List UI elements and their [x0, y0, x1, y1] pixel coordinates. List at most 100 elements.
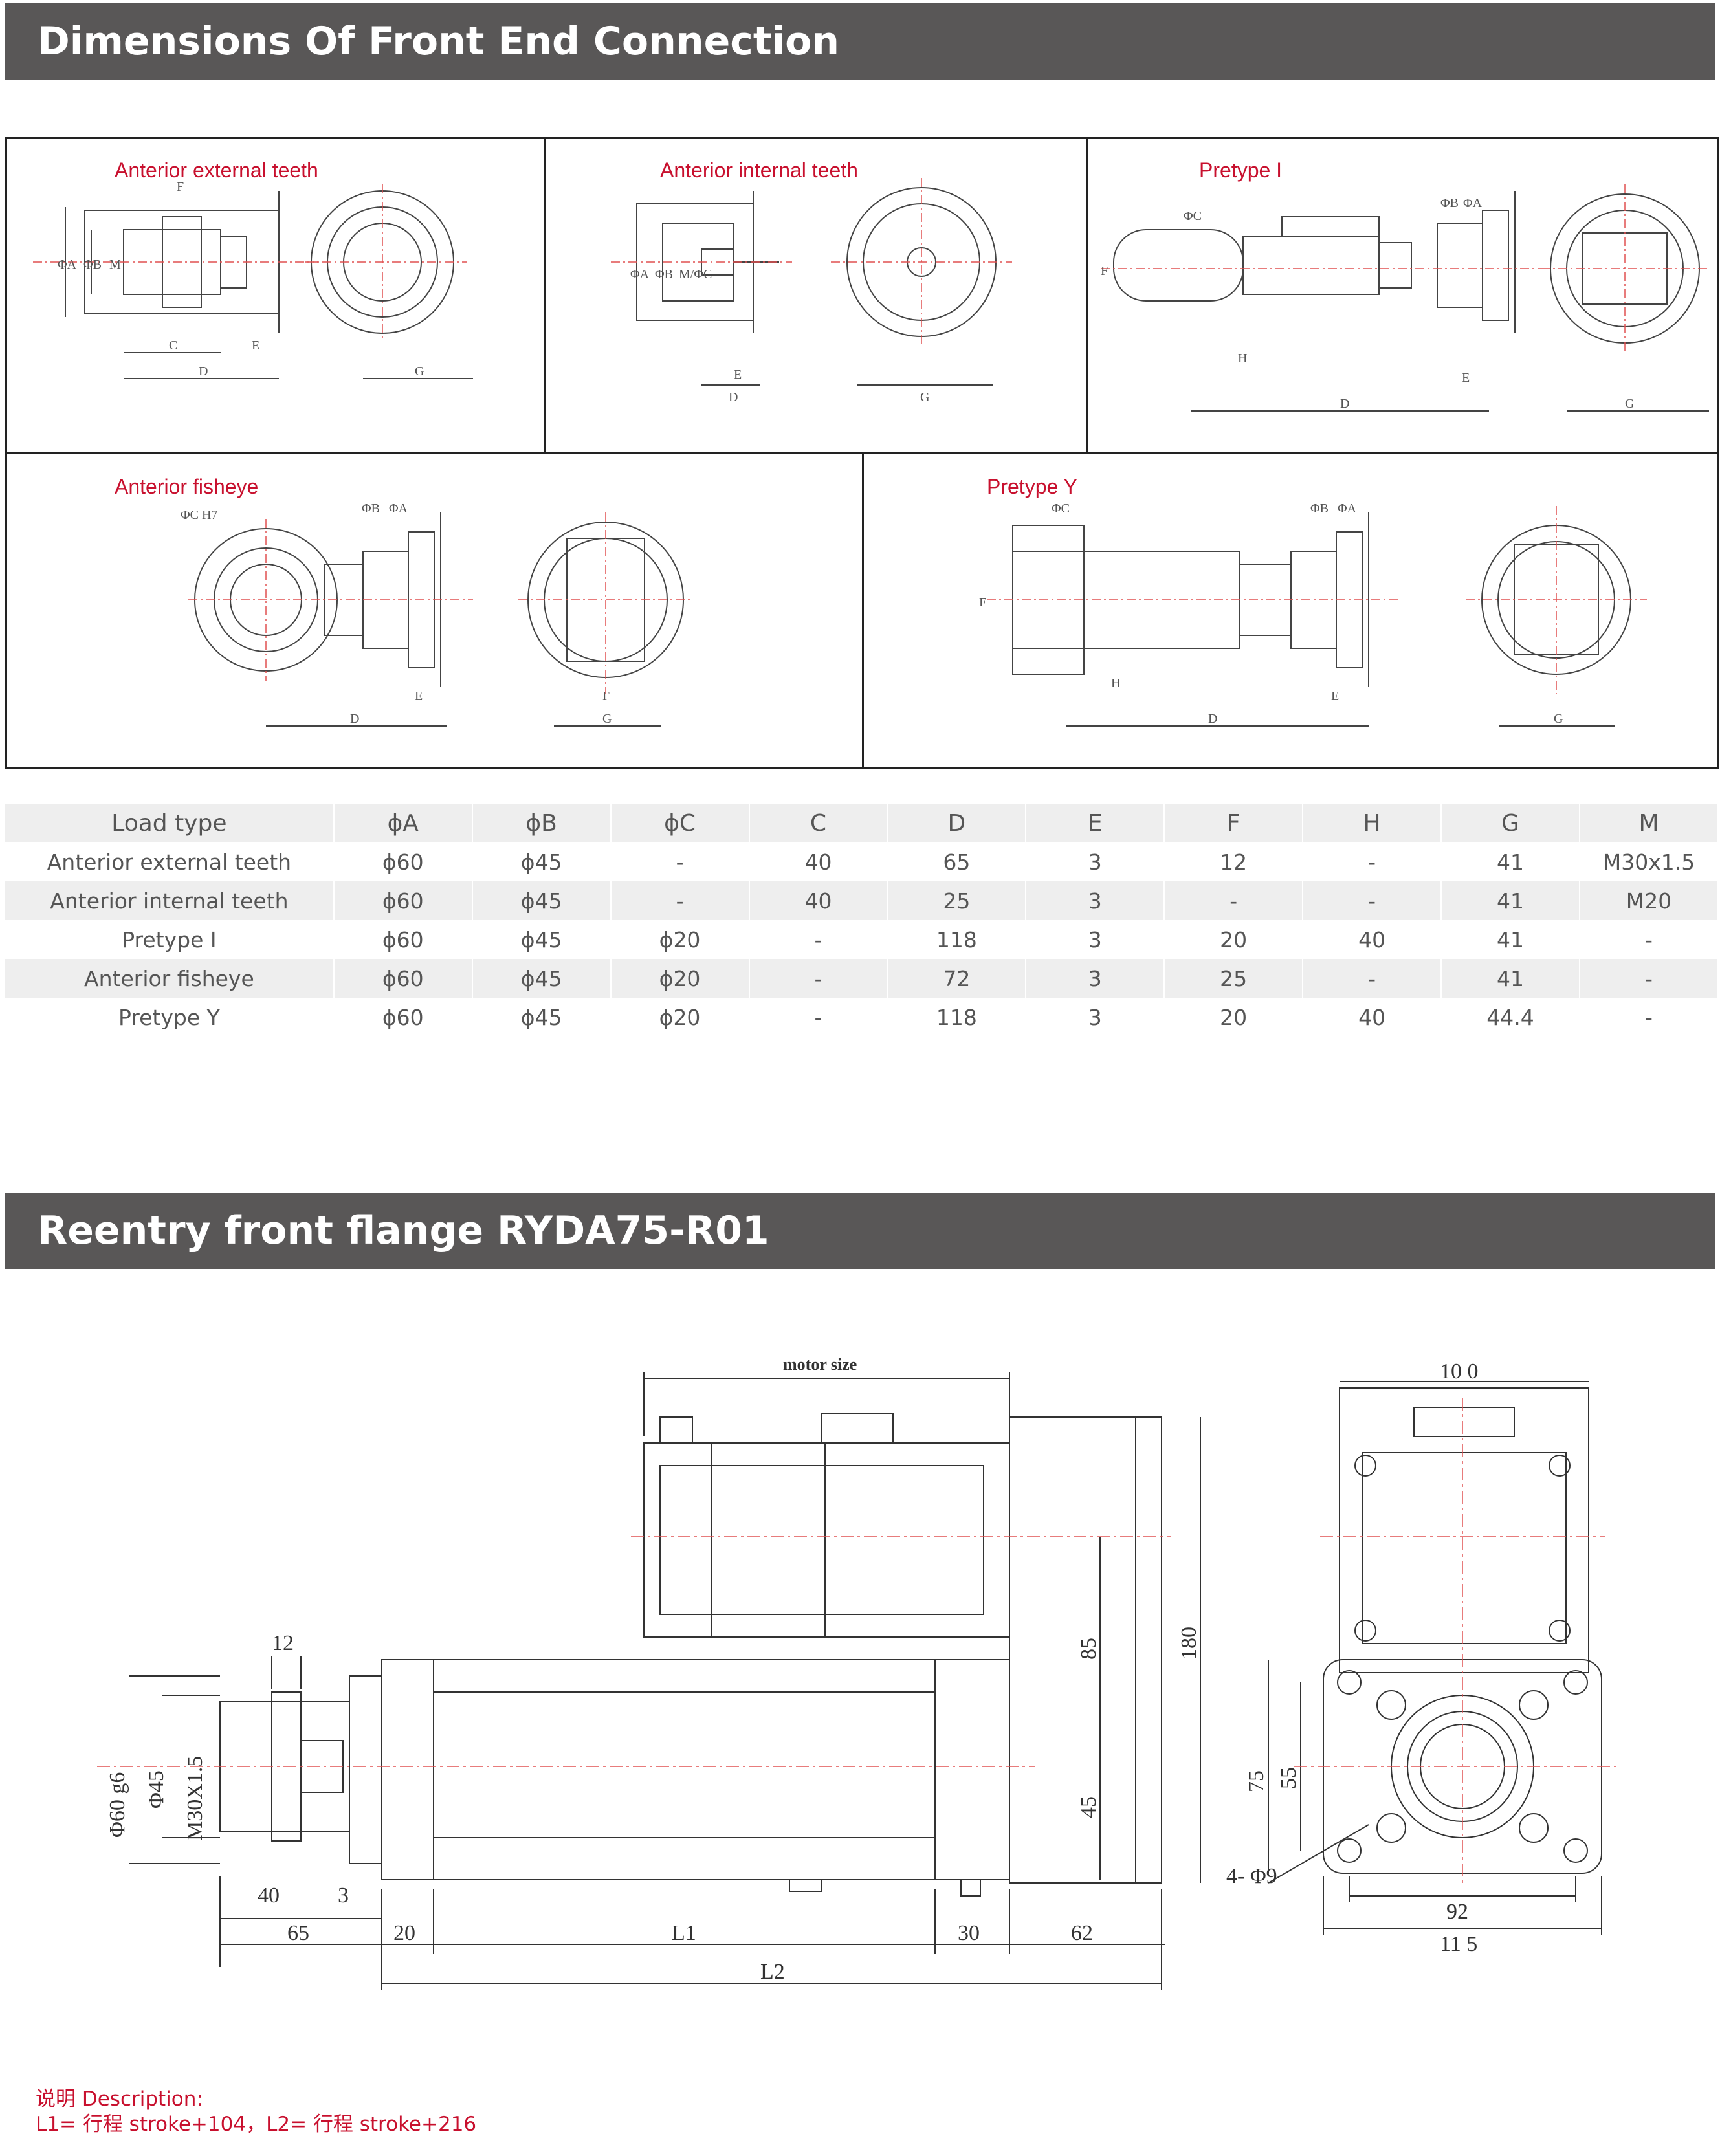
column-header: ϕC [610, 804, 750, 842]
dim-label: ΦC [1184, 209, 1202, 223]
dim-phi60: Φ60 g6 [105, 1772, 129, 1838]
table-cell: ϕ20 [610, 920, 750, 959]
table-cell: - [1303, 842, 1442, 881]
table-cell: ϕ45 [472, 881, 612, 920]
dim-label: ΦB [1310, 501, 1329, 516]
dim-label: ΦA [58, 258, 77, 272]
table-cell: ϕ20 [610, 998, 750, 1037]
table-cell: - [1579, 998, 1719, 1037]
table-cell: M30x1.5 [1579, 842, 1719, 881]
dim-phi45: Φ45 [144, 1770, 168, 1809]
table-cell: Anterior internal teeth [5, 881, 335, 920]
table-cell: - [1164, 881, 1304, 920]
dim-label: ΦA [389, 501, 408, 516]
dim-m30: M30X1.5 [183, 1756, 207, 1841]
table-cell: 3 [1026, 959, 1165, 998]
table-cell: M20 [1579, 881, 1719, 920]
table-cell: ϕ45 [472, 959, 612, 998]
table-cell: 40 [1303, 920, 1442, 959]
motor-size-label: motor size [783, 1355, 857, 1374]
dim-92: 92 [1446, 1900, 1468, 1924]
table-cell: Pretype Y [5, 998, 335, 1037]
dim-label: H [1238, 351, 1247, 366]
dim-3: 3 [338, 1884, 349, 1908]
table-cell: 41 [1441, 842, 1580, 881]
table-cell: 20 [1164, 998, 1304, 1037]
dim-label: M [109, 258, 121, 272]
table-cell: ϕ45 [472, 998, 612, 1037]
table-cell: - [1579, 920, 1719, 959]
dim-label: E [1462, 371, 1470, 385]
table-cell: 3 [1026, 842, 1165, 881]
pretype-y-drawing: ΦC ΦB ΦA F H E D G [979, 501, 1647, 727]
dim-label: ΦA [1463, 196, 1483, 210]
table-cell: 25 [1164, 959, 1304, 998]
dim-L1: L1 [672, 1921, 696, 1945]
column-header: C [749, 804, 888, 842]
table-cell: 12 [1164, 842, 1304, 881]
section-banner-flange: Reentry front flange RYDA75-R01 [5, 1193, 1715, 1269]
table-cell: ϕ60 [333, 881, 473, 920]
dim-45: 45 [1077, 1796, 1101, 1818]
dim-label: ΦA [630, 267, 650, 281]
table-cell: ϕ60 [333, 920, 473, 959]
column-header: D [887, 804, 1027, 842]
dim-55: 55 [1277, 1767, 1301, 1789]
dim-label: F [979, 595, 986, 610]
dim-label: E [252, 338, 259, 353]
table-cell: 3 [1026, 881, 1165, 920]
internal-teeth-drawing: ΦA ΦB M/ΦC E D G [611, 178, 1012, 404]
flange-drawing: motor size 12 40 3 65 20 L1 30 62 L2 85 … [97, 1355, 1618, 1990]
dim-label: G [1554, 712, 1563, 726]
table-cell: 65 [887, 842, 1027, 881]
dim-label: ΦB [1440, 196, 1459, 210]
column-header: E [1026, 804, 1165, 842]
table-row: Anterior internal teeth ϕ60 ϕ45 - 40 25 … [5, 881, 1719, 920]
panel-title: Anterior fisheye [115, 475, 259, 498]
external-teeth-drawing: F ΦA ΦB M C E D G [33, 180, 473, 379]
panel-title: Pretype Y [987, 475, 1077, 498]
column-header: H [1303, 804, 1442, 842]
dim-20: 20 [393, 1921, 415, 1945]
dim-label: ΦB [655, 267, 673, 281]
dim-62: 62 [1071, 1921, 1093, 1945]
fisheye-drawing: ΦC H7 ΦB ΦA E D F G [181, 501, 693, 727]
dim-65: 65 [287, 1921, 309, 1945]
dim-label: D [729, 390, 738, 404]
table-cell: 44.4 [1441, 998, 1580, 1037]
column-header: M [1579, 804, 1719, 842]
dim-label: ΦB [362, 501, 380, 516]
panel-title: Pretype I [1199, 159, 1283, 182]
panel-pretype-i: Pretype I ΦC ΦB ΦA F H E D G [1086, 137, 1719, 454]
table-cell: 20 [1164, 920, 1304, 959]
table-cell: 40 [749, 842, 888, 881]
table-cell: 41 [1441, 920, 1580, 959]
table-cell: 72 [887, 959, 1027, 998]
table-row: Pretype Y ϕ60 ϕ45 ϕ20 - 118 3 20 40 44.4… [5, 998, 1719, 1037]
description-title: 说明 Description: [36, 2087, 203, 2111]
table-cell: - [749, 998, 888, 1037]
dim-label: G [920, 390, 929, 404]
pretype-i-drawing: ΦC ΦB ΦA F H E D G [1101, 184, 1709, 412]
dim-label: E [415, 689, 423, 703]
section-title: Reentry front flange RYDA75-R01 [38, 1208, 769, 1253]
table-cell: - [1579, 959, 1719, 998]
table-cell: ϕ60 [333, 998, 473, 1037]
dim-label: D [1208, 712, 1217, 726]
dim-label: D [1340, 397, 1349, 411]
column-header: F [1164, 804, 1304, 842]
table-cell: Anterior external teeth [5, 842, 335, 881]
table-cell: - [610, 842, 750, 881]
spec-table: Load type ϕA ϕB ϕC C D E F H G M Anterio… [5, 804, 1719, 1037]
table-cell: - [749, 959, 888, 998]
table-cell: - [1303, 959, 1442, 998]
dim-label: E [734, 368, 742, 382]
column-header: ϕA [333, 804, 473, 842]
dim-label: G [1625, 397, 1634, 411]
dim-label: ΦC H7 [181, 508, 217, 522]
dim-label: H [1111, 676, 1120, 690]
table-cell: ϕ45 [472, 842, 612, 881]
dim-115: 11 5 [1440, 1932, 1477, 1956]
panel-external-teeth: Anterior external teeth F ΦA ΦB M C E [5, 137, 546, 454]
table-cell: 118 [887, 998, 1027, 1037]
